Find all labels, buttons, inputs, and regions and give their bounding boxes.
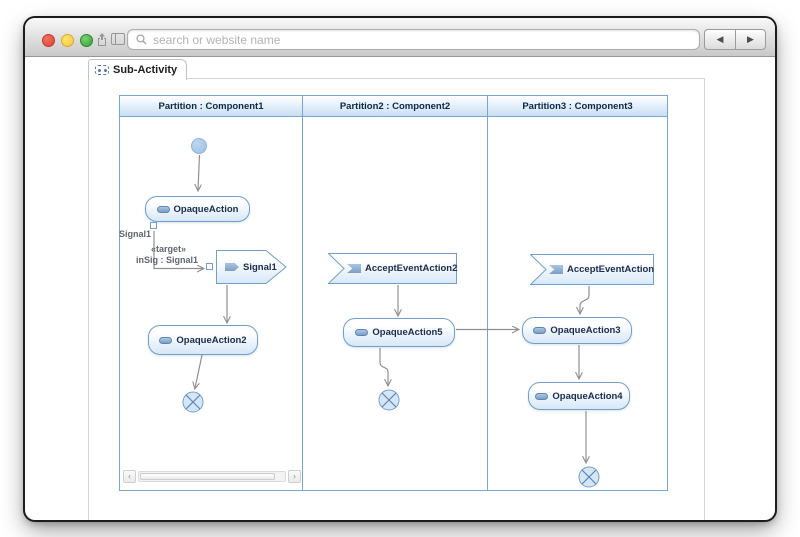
partition-component1[interactable]: Partition : Component1	[119, 95, 303, 491]
node-opaque-action[interactable]: OpaqueAction	[145, 196, 250, 222]
send-signal-icon	[225, 263, 239, 271]
pin-name-label: Signal1	[119, 229, 152, 239]
flow-final-node[interactable]	[378, 389, 400, 411]
scrollbar-thumb[interactable]	[140, 472, 275, 480]
activity-diagram-icon	[95, 65, 109, 75]
node-label: AcceptEventAction2	[365, 263, 458, 274]
browser-titlebar: ◀ ▶	[25, 18, 775, 57]
partition-table: Partition : Component1 Partition2 : Comp…	[119, 95, 668, 491]
node-label: OpaqueAction2	[176, 334, 247, 346]
node-label: Signal1	[243, 261, 277, 273]
scrollbar-track[interactable]	[138, 470, 286, 482]
node-label: OpaqueAction	[173, 203, 239, 215]
node-accept-event-action2[interactable]: AcceptEventAction2	[327, 253, 458, 284]
search-icon	[136, 34, 147, 45]
node-label: OpaqueAction4	[552, 390, 623, 402]
back-button[interactable]: ◀	[704, 29, 735, 50]
node-opaque-action2[interactable]: OpaqueAction2	[148, 325, 258, 355]
scroll-right-button[interactable]: ›	[288, 469, 301, 483]
accept-event-shape	[327, 253, 457, 284]
partition-scrollbar: ‹ ›	[123, 469, 301, 483]
search-input[interactable]	[153, 32, 691, 47]
address-bar[interactable]	[127, 29, 700, 50]
node-opaque-action3[interactable]: OpaqueAction3	[522, 317, 632, 344]
flow-final-node[interactable]	[578, 466, 600, 488]
nodes-layer: OpaqueAction Signal1 «target» inSig : Si…	[25, 18, 775, 520]
connectors-layer	[153, 154, 590, 520]
tab-label: Sub-Activity	[113, 64, 178, 76]
partition-title: Partition : Component1	[158, 100, 264, 112]
node-send-signal1[interactable]: Signal1	[216, 250, 287, 284]
accept-event-icon	[347, 264, 361, 273]
edge-acceptevent-to-opaqueaction3	[580, 286, 590, 313]
node-opaque-action4[interactable]: OpaqueAction4	[528, 382, 630, 410]
browser-window: ◀ ▶ Sub-Activity Partition : Component1 …	[25, 18, 775, 520]
action-icon	[535, 392, 549, 400]
partition-component3[interactable]: Partition3 : Component3	[488, 95, 668, 491]
action-icon	[156, 205, 170, 213]
accept-event-icon	[549, 265, 563, 274]
sidebar-toggle-icon[interactable]	[111, 32, 125, 50]
action-icon	[355, 329, 369, 336]
tab-sub-activity[interactable]: Sub-Activity	[88, 59, 188, 80]
partition-title: Partition3 : Component3	[522, 100, 633, 112]
nav-buttons: ◀ ▶	[704, 29, 766, 50]
node-label: OpaqueAction5	[372, 327, 443, 338]
partition-title: Partition2 : Component2	[339, 100, 451, 112]
edge-initial-to-opaqueaction	[198, 154, 200, 190]
edge-opaqueaction2-to-final	[195, 354, 203, 388]
input-pin[interactable]	[206, 263, 213, 270]
output-pin[interactable]	[150, 222, 157, 229]
minimize-button[interactable]	[61, 34, 74, 47]
edge-pin-to-signal1	[153, 231, 203, 269]
partition-header[interactable]: Partition2 : Component2	[303, 96, 487, 117]
close-button[interactable]	[42, 34, 55, 47]
forward-button[interactable]: ▶	[735, 29, 766, 50]
node-label: AcceptEventAction	[567, 264, 655, 275]
send-signal-shape	[216, 250, 287, 284]
partition-header[interactable]: Partition3 : Component3	[488, 96, 667, 117]
edge-opaqueaction5-to-final	[379, 348, 388, 385]
flow-final-node[interactable]	[182, 391, 204, 413]
initial-node[interactable]	[191, 138, 207, 154]
share-icon[interactable]	[96, 32, 108, 52]
partition-component2[interactable]: Partition2 : Component2	[303, 95, 488, 491]
stereotype-label: «target»	[151, 244, 187, 254]
action-icon	[159, 336, 173, 344]
node-label: OpaqueAction3	[550, 325, 621, 336]
accept-event-shape	[529, 254, 654, 285]
node-opaque-action5[interactable]: OpaqueAction5	[343, 318, 455, 347]
partition-header[interactable]: Partition : Component1	[120, 96, 302, 117]
action-icon	[533, 327, 547, 334]
scroll-left-button[interactable]: ‹	[123, 469, 136, 483]
node-accept-event-action[interactable]: AcceptEventAction	[529, 254, 655, 285]
zoom-button[interactable]	[80, 34, 93, 47]
binding-label: inSig : Signal1	[136, 255, 199, 265]
